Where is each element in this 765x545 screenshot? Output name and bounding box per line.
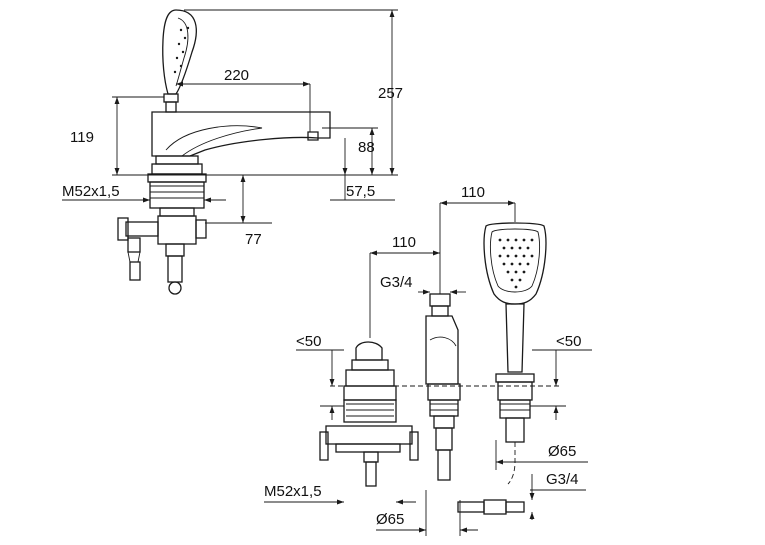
deck-thickness-right: <50 bbox=[556, 333, 581, 350]
dim-handshower-spacing: 110 bbox=[461, 184, 485, 201]
connection-spec-top: G3/4 bbox=[380, 274, 413, 291]
deck-thickness-left: <50 bbox=[296, 333, 321, 350]
hand-shower-head-icon bbox=[162, 9, 197, 113]
valve-body-icon bbox=[117, 215, 207, 295]
single-hole-mixer-view: 220 257 119 88 57,5 M52x1,5 77 bbox=[62, 9, 403, 295]
three-hole-mixer-view: 110 110 G3/4 <50 <50 Ø65 G3/4 M52x1,5 bbox=[264, 184, 592, 536]
mixer-valve-icon bbox=[319, 341, 419, 487]
connection-spec-bottom: G3/4 bbox=[546, 471, 579, 488]
dim-spout-length: 220 bbox=[224, 67, 249, 84]
dim-below-deck: 77 bbox=[245, 231, 262, 248]
bath-spout-icon bbox=[425, 293, 461, 481]
thread-spec-bottom: M52x1,5 bbox=[264, 483, 322, 500]
diameter-bottom: Ø65 bbox=[376, 511, 404, 528]
dim-spout-height: 88 bbox=[358, 139, 375, 156]
shower-nozzle-pattern bbox=[498, 238, 534, 289]
dim-spout-offset: 57,5 bbox=[346, 183, 375, 200]
diameter-right: Ø65 bbox=[548, 443, 576, 460]
dim-total-height: 257 bbox=[378, 85, 403, 102]
dim-body-height: 119 bbox=[70, 129, 94, 146]
thread-spec-top: M52x1,5 bbox=[62, 183, 120, 200]
hand-shower-icon bbox=[457, 222, 547, 515]
mixer-base-icon bbox=[147, 155, 207, 217]
spout-body-icon bbox=[151, 111, 331, 157]
dim-mixer-spacing: 110 bbox=[392, 234, 416, 251]
